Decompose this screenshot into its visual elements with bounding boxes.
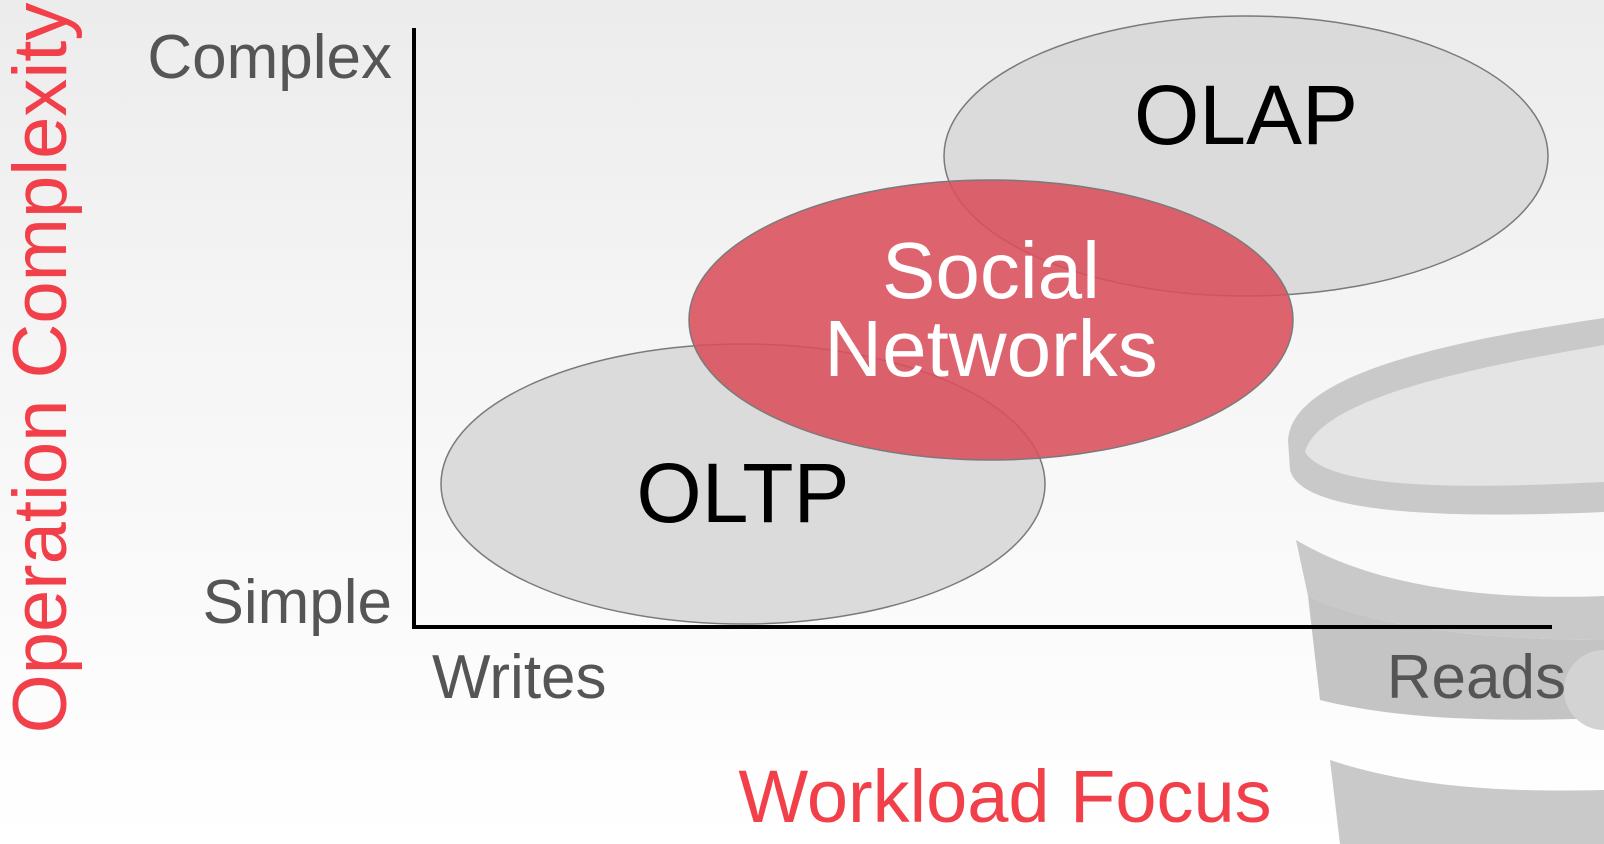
y-axis-top-label: Complex — [147, 23, 392, 92]
social-networks-region — [688, 179, 1294, 461]
olap-label: OLAP — [1134, 68, 1358, 162]
oltp-label: OLTP — [636, 446, 849, 540]
x-axis-right-label: Reads — [1387, 643, 1566, 712]
social-networks-label-line2: Networks — [824, 304, 1157, 393]
database-cylinder-icon — [1288, 318, 1604, 844]
x-axis-left-label: Writes — [432, 643, 607, 712]
y-axis-bottom-label: Simple — [202, 568, 392, 637]
x-axis-title: Workload Focus — [738, 755, 1271, 838]
y-axis-title: Operation Complexity — [0, 3, 83, 734]
social-networks-label-line1: Social — [882, 226, 1100, 315]
